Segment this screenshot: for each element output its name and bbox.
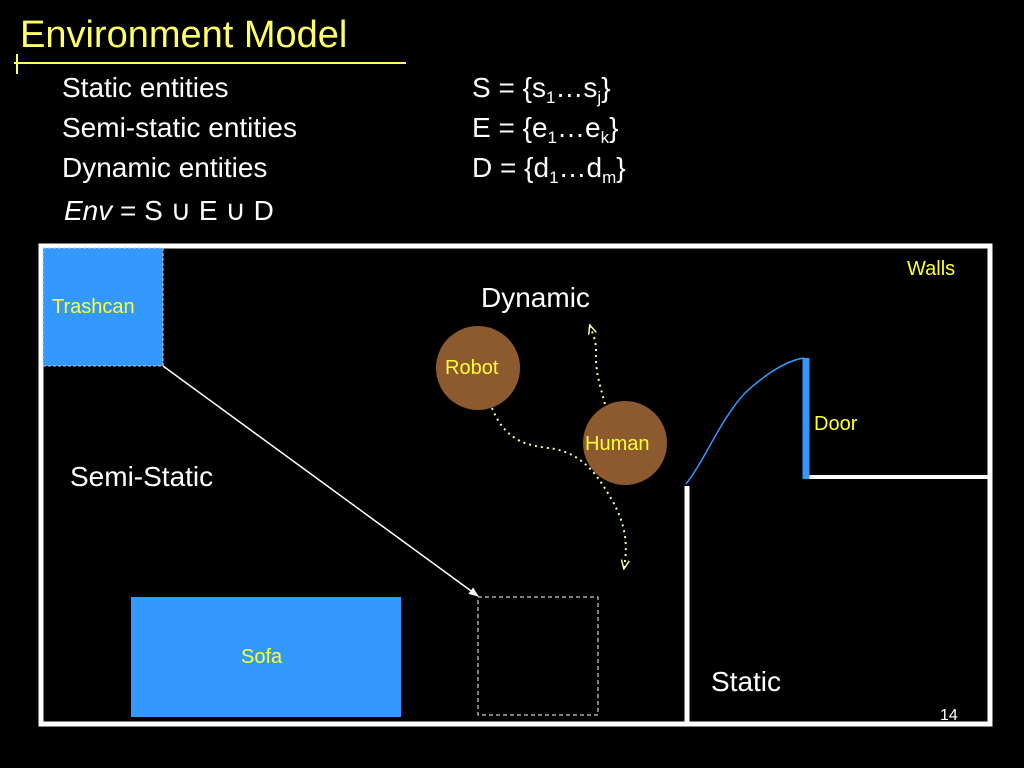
static-entities-label: Static entities (62, 72, 229, 103)
robot-label: Robot (445, 357, 499, 379)
trashcan-target-box (477, 596, 599, 716)
semi-static-region-label: Semi-Static (70, 461, 214, 492)
semi-static-entities-set: E = {e1…ek} (472, 112, 619, 147)
outer-wall (38, 243, 993, 727)
walls-label: Walls (907, 258, 956, 280)
static-entities-set: S = {s1…sj} (472, 72, 611, 107)
sofa-box (131, 597, 401, 717)
robot-path (491, 407, 626, 568)
page-number: 14 (940, 707, 958, 724)
human-label: Human (585, 433, 650, 455)
semi-static-entities-label: Semi-static entities (62, 112, 297, 143)
env-formula: Env = S ∪ E ∪ D (64, 195, 274, 226)
trashcan-box (42, 247, 164, 367)
human-circle (583, 401, 667, 485)
dynamic-region-label: Dynamic (481, 282, 590, 313)
human-path (590, 326, 606, 405)
door-label: Door (814, 413, 858, 435)
trashcan-move-arrow (162, 365, 479, 597)
title-underline (14, 62, 406, 64)
slide-title: Environment Model (20, 14, 348, 56)
robot-circle (436, 326, 520, 410)
dynamic-entities-set: D = {d1…dm} (472, 152, 626, 187)
dynamic-entities-label: Dynamic entities (62, 152, 268, 183)
title-tick-mark (16, 54, 18, 74)
trashcan-label: Trashcan (52, 296, 135, 318)
static-region-label: Static (711, 666, 782, 697)
sofa-label: Sofa (241, 646, 283, 668)
door-swing-arc (685, 357, 805, 485)
